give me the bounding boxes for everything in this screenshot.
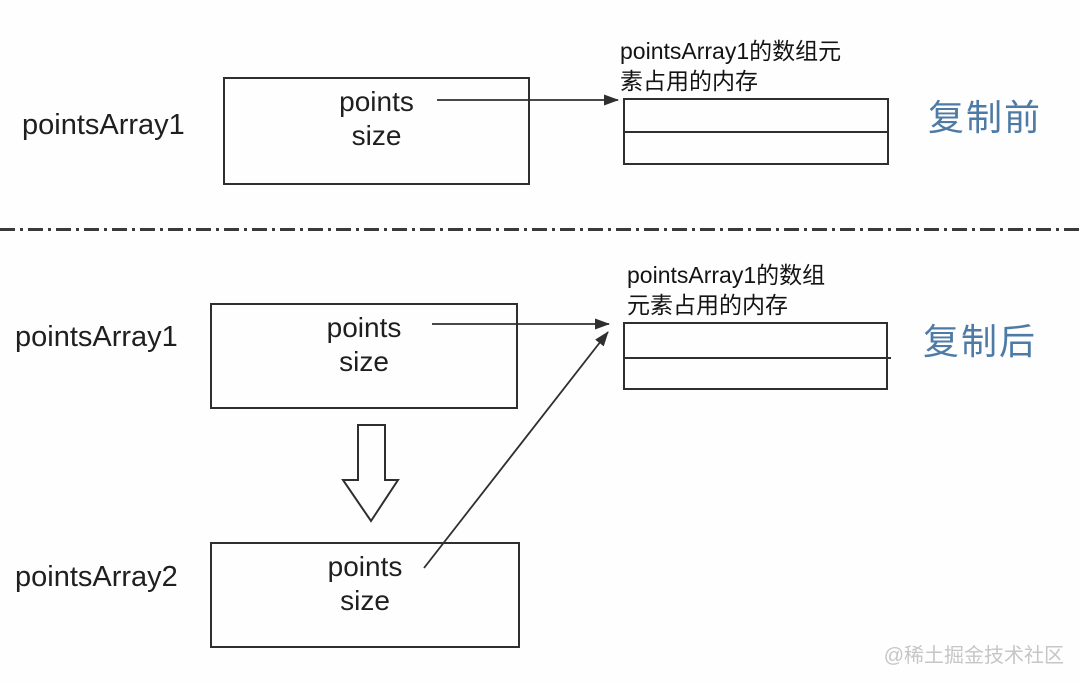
field-size: size [340,585,390,616]
pointsarray1-object-box-before: points size [223,77,530,185]
memory-box-before [623,98,889,165]
field-size: size [351,120,402,151]
memory-label-after-line1: pointsArray1的数组 [627,262,826,288]
field-points: points [326,312,402,343]
pointsarray2-object-box: points size [210,542,520,648]
memory-cell-divider-before [625,131,887,133]
pointsarray1-object-box-after: points size [210,303,518,409]
watermark: @稀土掘金技术社区 [883,645,1064,667]
field-size: size [339,346,389,377]
memory-label-before-line2: 素占用的内存 [620,68,758,94]
copy-down-arrow [341,424,400,523]
field-points: points [327,551,403,582]
stage-label-before: 复制前 [928,97,1043,138]
var-label-pointsarray1-after: pointsArray1 [15,321,178,353]
memory-label-before: pointsArray1的数组元 素占用的内存 [620,36,841,96]
memory-label-after: pointsArray1的数组 元素占用的内存 [627,260,825,320]
var-label-pointsarray2: pointsArray2 [15,561,178,593]
memory-box-after [623,322,891,390]
memory-cell-divider-after [625,357,891,359]
var-label-pointsarray1-before: pointsArray1 [22,109,185,141]
stage-label-after: 复制后 [923,321,1038,362]
section-divider [0,228,1080,231]
memory-label-before-line1: pointsArray1的数组元 [620,38,842,64]
field-points: points [339,86,414,117]
memory-label-after-line2: 元素占用的内存 [627,292,788,318]
